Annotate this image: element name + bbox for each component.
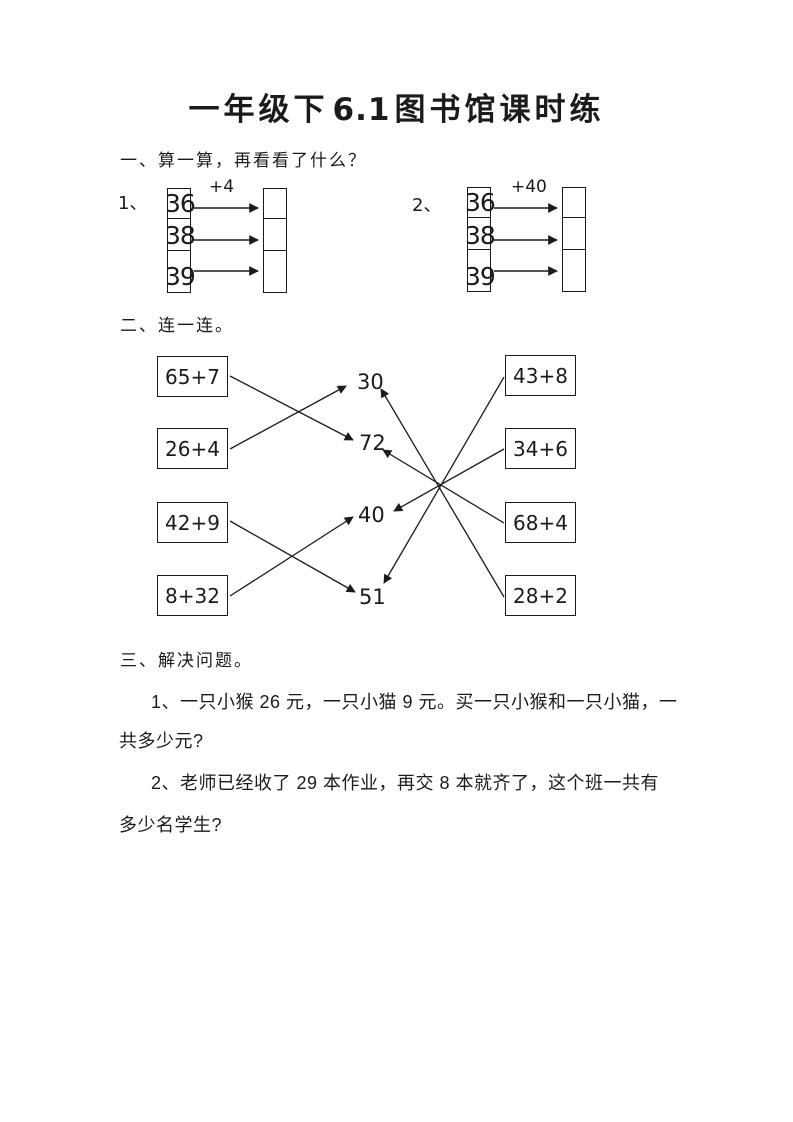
connection-43plus8-to-51 xyxy=(383,376,505,584)
match-right-box-2: 34+6 xyxy=(505,428,576,469)
connection-26plus4-to-30 xyxy=(229,385,347,450)
match-middle-number-1: 30 xyxy=(357,370,384,394)
title-grade: 一年级下 xyxy=(188,92,329,127)
section3-heading: 三、解决问题。 xyxy=(120,651,253,670)
source-cell xyxy=(468,188,490,218)
answer-cell xyxy=(563,188,585,218)
title-lesson-name: 图书馆课时练 xyxy=(394,92,605,127)
match-left-box-2: 26+4 xyxy=(157,428,228,469)
title-lesson-number: 6.1 xyxy=(332,92,391,128)
connection-8plus32-to-40 xyxy=(229,516,354,597)
word-problem-2-line-1: 2、老师已经收了 29 本作业，再交 8 本就齐了，这个班一共有 xyxy=(151,773,660,793)
problem1-answer-column xyxy=(263,188,287,293)
connection-68plus4-to-72 xyxy=(382,449,505,524)
section2-heading: 二、连一连。 xyxy=(120,316,234,335)
problem1-number-1: 36 xyxy=(165,189,196,218)
section1-heading: 一、算一算，再看看了什么？ xyxy=(120,151,367,170)
problem1-source-column xyxy=(167,188,191,293)
match-right-box-4: 28+2 xyxy=(505,575,576,616)
match-right-box-1: 43+8 xyxy=(505,355,576,396)
match-left-box-1: 65+7 xyxy=(157,356,228,397)
problem1-label: 1、 xyxy=(118,193,148,214)
word-problem-2-line-2: 多少名学生? xyxy=(119,815,223,835)
problem2-answer-column xyxy=(562,187,586,292)
connection-34plus6-to-40 xyxy=(393,448,505,512)
word-problem-1-line-2: 共多少元? xyxy=(119,731,204,751)
problem1-number-3: 39 xyxy=(165,262,196,291)
source-cell xyxy=(168,189,190,219)
match-left-box-3: 42+9 xyxy=(157,502,228,543)
match-middle-number-3: 40 xyxy=(358,503,385,527)
match-middle-number-2: 72 xyxy=(359,431,386,455)
answer-cell xyxy=(264,251,286,292)
match-right-box-3: 68+4 xyxy=(505,502,576,543)
problem2-operation: +40 xyxy=(511,177,547,197)
problem1-number-2: 38 xyxy=(165,221,196,250)
problem2-label: 2、 xyxy=(412,195,442,216)
problem2-number-3: 39 xyxy=(465,262,496,291)
problem1-operation: +4 xyxy=(209,177,235,197)
source-cell xyxy=(468,218,490,250)
connection-28plus2-to-30 xyxy=(380,388,505,598)
problem2-source-column xyxy=(467,187,491,292)
problem2-number-1: 36 xyxy=(465,188,496,217)
word-problem-1-line-1: 1、一只小猴 26 元，一只小猫 9 元。买一只小猴和一只小猫，一 xyxy=(151,692,678,712)
connection-42plus9-to-51 xyxy=(229,520,356,593)
answer-cell xyxy=(264,219,286,251)
problem2-number-2: 38 xyxy=(465,221,496,250)
match-middle-number-4: 51 xyxy=(359,585,386,609)
connection-65plus7-to-72 xyxy=(229,375,354,441)
answer-cell xyxy=(563,218,585,250)
match-left-box-4: 8+32 xyxy=(157,575,228,616)
answer-cell xyxy=(563,250,585,291)
source-cell xyxy=(168,219,190,251)
answer-cell xyxy=(264,189,286,219)
